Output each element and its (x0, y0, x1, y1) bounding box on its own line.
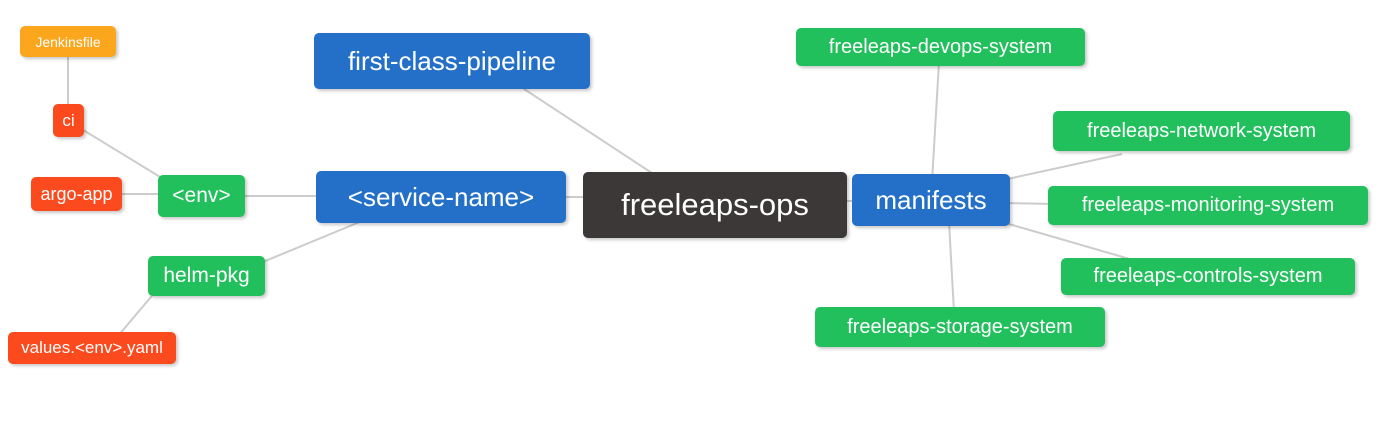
edge-ci-env (79, 127, 166, 181)
node-values-env-yaml[interactable]: values.<env>.yaml (8, 332, 176, 364)
node-freeleaps-controls-system[interactable]: freeleaps-controls-system (1061, 258, 1355, 295)
edge-manifests-controls (1001, 221, 1141, 263)
edge-manifests-network (1002, 153, 1123, 181)
node-service-name[interactable]: <service-name> (316, 171, 566, 223)
node-jenkinsfile[interactable]: Jenkinsfile (20, 26, 116, 57)
edge-values-helm-pkg (117, 290, 157, 337)
node-freeleaps-ops[interactable]: freeleaps-ops (583, 172, 847, 238)
node-helm-pkg[interactable]: helm-pkg (148, 256, 265, 296)
node-argo-app[interactable]: argo-app (31, 177, 122, 211)
node-freeleaps-network-system[interactable]: freeleaps-network-system (1053, 111, 1350, 151)
edge-pipeline-freeleaps-ops (517, 84, 659, 178)
edge-manifests-devops (931, 61, 940, 183)
node-freeleaps-devops-system[interactable]: freeleaps-devops-system (796, 28, 1085, 66)
edge-helm-pkg-service-name (257, 220, 363, 265)
node-freeleaps-monitoring-system[interactable]: freeleaps-monitoring-system (1048, 186, 1368, 225)
node-manifests[interactable]: manifests (852, 174, 1010, 226)
edge-manifests-storage (948, 221, 955, 313)
node-first-class-pipeline[interactable]: first-class-pipeline (314, 33, 590, 89)
edge-manifests-monitoring (1002, 202, 1057, 205)
node-freeleaps-storage-system[interactable]: freeleaps-storage-system (815, 307, 1105, 347)
node-env[interactable]: <env> (158, 175, 245, 217)
node-ci[interactable]: ci (53, 104, 84, 137)
